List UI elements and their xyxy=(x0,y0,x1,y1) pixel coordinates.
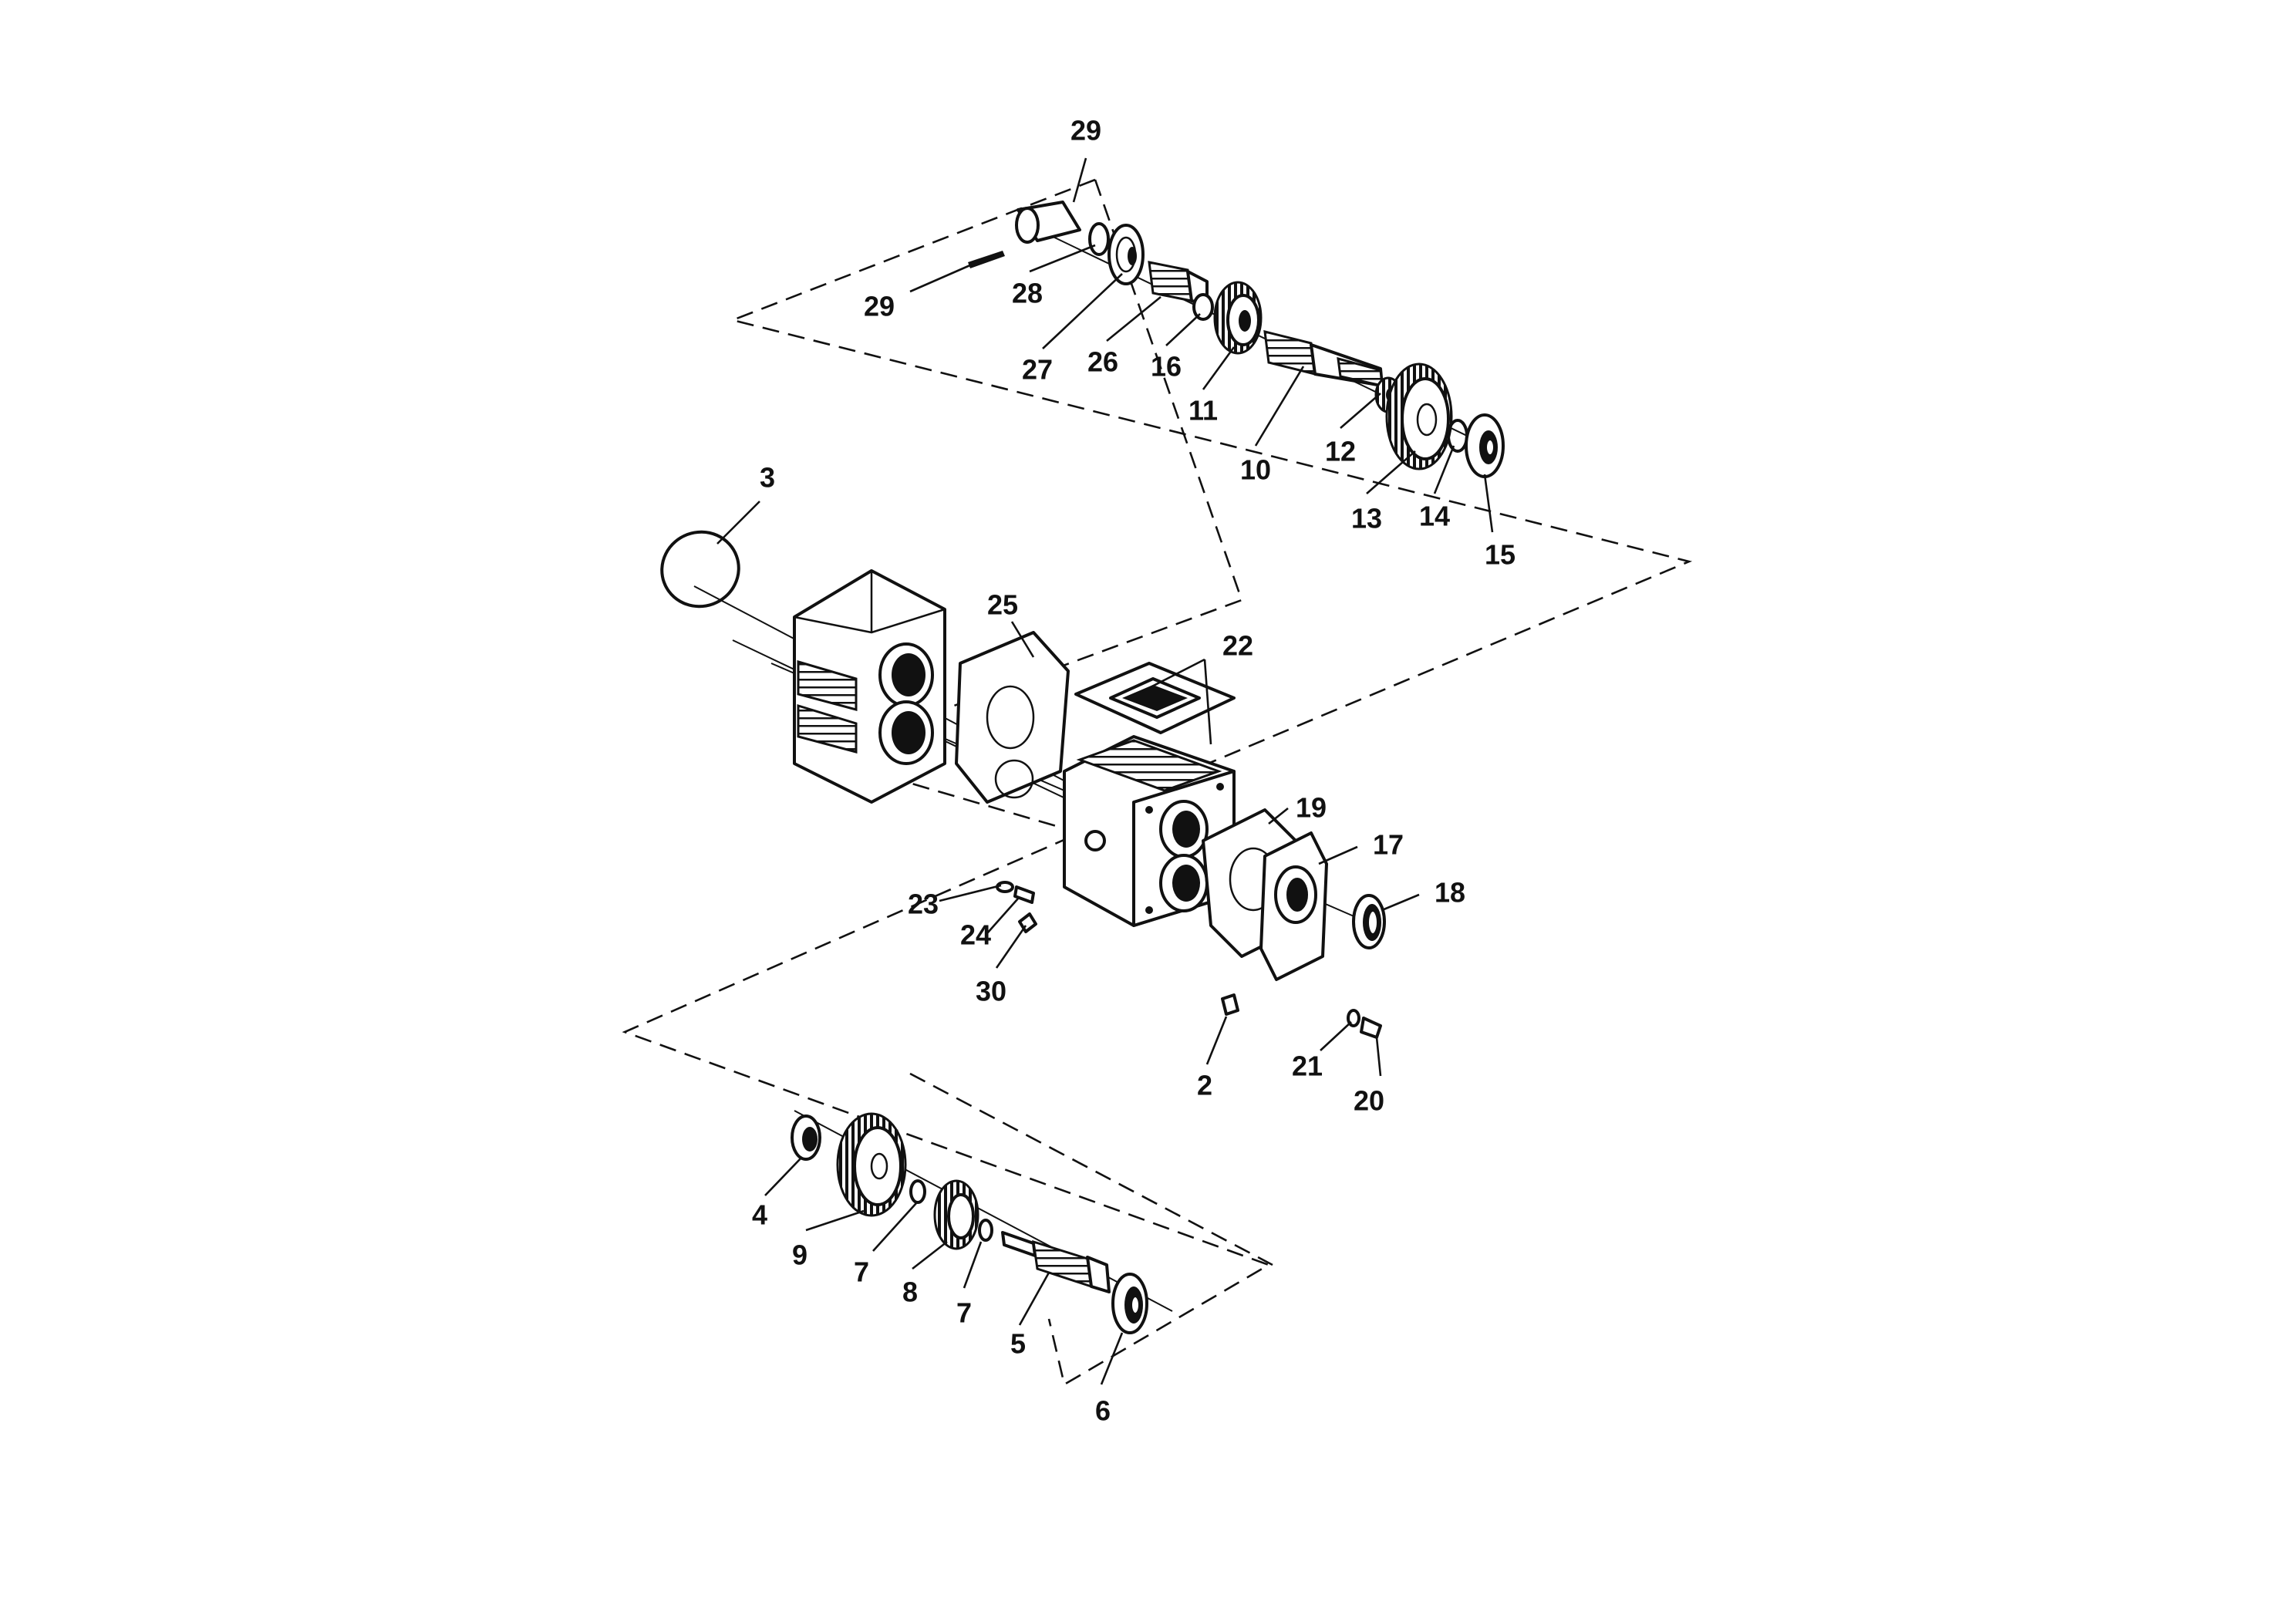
callout-8: 8 xyxy=(902,1276,918,1308)
callout-2: 2 xyxy=(1197,1070,1212,1101)
lower-shaft-assembly xyxy=(791,1112,1148,1334)
callout-21: 21 xyxy=(1292,1050,1323,1082)
ring-part-14 xyxy=(1447,419,1468,453)
callout-10: 10 xyxy=(1240,454,1271,486)
shaft-part-5 xyxy=(1001,1231,1111,1293)
bolt-part-20 xyxy=(1360,1017,1382,1039)
callout-labels: 29 29 28 27 26 16 11 10 12 13 14 15 3 25… xyxy=(752,115,1515,1427)
callout-24: 24 xyxy=(960,919,991,951)
plug-part-2 xyxy=(1221,993,1239,1016)
gear-part-11 xyxy=(1213,281,1263,355)
callout-17: 17 xyxy=(1373,829,1404,861)
callout-25: 25 xyxy=(987,589,1018,621)
callout-26: 26 xyxy=(1087,346,1118,378)
snap-ring-part-28 xyxy=(1088,222,1110,256)
bearing-part-15 xyxy=(1465,413,1505,478)
small-hardware xyxy=(996,881,1382,1039)
gear-part-8 xyxy=(933,1179,979,1250)
gear-part-9 xyxy=(836,1112,907,1217)
main-shaft-part-10 xyxy=(1263,330,1384,387)
callout-4: 4 xyxy=(752,1199,767,1231)
callout-13: 13 xyxy=(1351,503,1382,534)
callout-20: 20 xyxy=(1354,1085,1384,1117)
callout-5: 5 xyxy=(1010,1328,1026,1360)
seal-part-18 xyxy=(1352,894,1386,949)
sleeve-part-29 xyxy=(1015,201,1081,244)
adapter-housing xyxy=(793,569,946,804)
callout-16: 16 xyxy=(1151,351,1182,383)
callout-30: 30 xyxy=(976,976,1006,1007)
upper-shaft-assembly xyxy=(968,201,1505,478)
gasket-part-25 xyxy=(955,631,1070,804)
callout-3: 3 xyxy=(760,462,775,494)
leader-lines xyxy=(716,157,1494,1385)
ring-part-7a xyxy=(909,1179,926,1204)
callout-27: 27 xyxy=(1022,354,1053,386)
callout-6: 6 xyxy=(1095,1395,1111,1427)
bearing-part-6 xyxy=(1111,1273,1148,1334)
o-ring-part-3 xyxy=(660,530,740,609)
clip-part-30 xyxy=(1018,912,1037,933)
callout-9: 9 xyxy=(792,1239,807,1271)
callout-12: 12 xyxy=(1325,436,1356,467)
bolt-part-24 xyxy=(1013,885,1035,904)
callout-7-left: 7 xyxy=(854,1256,869,1288)
bushing-part-16 xyxy=(1192,293,1214,321)
callout-22: 22 xyxy=(1222,630,1253,662)
callout-29-upper: 29 xyxy=(1070,115,1101,147)
callout-14: 14 xyxy=(1419,501,1450,532)
callout-23: 23 xyxy=(908,889,939,920)
cover-plate-part-17 xyxy=(1259,831,1328,981)
assembly-dashed-outline xyxy=(622,178,1693,1387)
pin-part-29 xyxy=(968,251,1005,268)
callout-15: 15 xyxy=(1485,539,1515,571)
washer-part-23 xyxy=(996,881,1014,893)
callout-11: 11 xyxy=(1188,395,1218,427)
bearing-part-4 xyxy=(791,1114,821,1161)
callout-28: 28 xyxy=(1012,278,1043,309)
callout-7-right: 7 xyxy=(956,1297,972,1329)
callout-29-lower: 29 xyxy=(864,291,895,322)
bearing-part-27 xyxy=(1108,224,1145,285)
gear-part-13 xyxy=(1385,363,1453,470)
callout-19: 19 xyxy=(1296,792,1327,824)
ring-part-7b xyxy=(978,1219,993,1242)
callout-18: 18 xyxy=(1435,877,1465,909)
top-cover-part-22 xyxy=(1074,662,1236,734)
